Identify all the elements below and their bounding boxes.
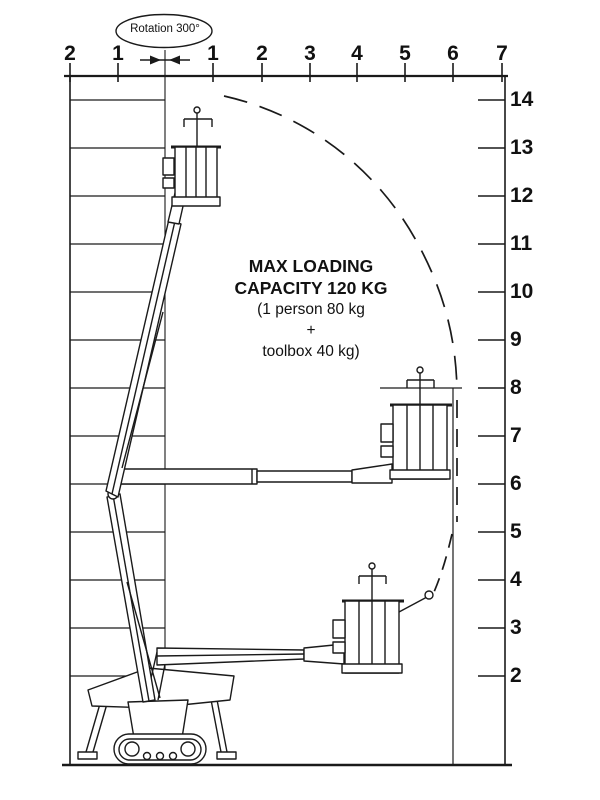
top-axis-label: 6 [447, 42, 459, 65]
right-axis-label: 4 [510, 568, 522, 591]
machine-mid [114, 366, 452, 485]
right-axis-label: 11 [510, 232, 533, 255]
outrigger-pad-left [77, 751, 98, 760]
top-axis-label: 1 [207, 42, 219, 65]
boom-mid-section2 [256, 470, 353, 483]
max-loading-capacity-note: MAX LOADING CAPACITY 120 KG (1 person 80… [203, 255, 419, 362]
top-axis-label: 5 [399, 42, 411, 65]
track-wheel [180, 741, 196, 757]
track [113, 733, 207, 765]
turret [127, 699, 189, 739]
control-box [162, 157, 175, 176]
top-axis-label: 7 [496, 42, 508, 65]
control-box [380, 423, 394, 443]
boom-low [156, 647, 305, 666]
rotation-callout-ellipse [115, 13, 213, 49]
right-axis-label: 14 [510, 88, 534, 111]
machine-low [145, 562, 434, 701]
rotation-indicator [115, 13, 213, 65]
right-axis-label: 12 [510, 184, 534, 207]
right-axis-label: 8 [510, 376, 522, 399]
right-axis-label: 7 [510, 424, 522, 447]
base-machine [77, 667, 237, 765]
capacity-line: (1 person 80 kg [257, 301, 365, 318]
outrigger-pad-right [216, 751, 237, 760]
right-axis-label: 3 [510, 616, 522, 639]
capacity-line: MAX LOADING [248, 256, 374, 276]
rotation-label: Rotation 300° [130, 23, 200, 35]
boom-mid-section1 [114, 468, 258, 485]
control-box [332, 619, 346, 639]
right-axis-label: 13 [510, 136, 534, 159]
top-axis-label: 2 [64, 42, 76, 65]
right-ticks [478, 99, 505, 677]
top-axis-label: 3 [304, 42, 316, 65]
lift-cylinder [126, 581, 161, 699]
envelope-curve [223, 95, 458, 600]
right-axis-label: 10 [510, 280, 534, 303]
machine-raised [105, 106, 221, 703]
right-axis-label: 2 [510, 664, 522, 687]
capacity-line: + [306, 322, 316, 339]
capacity-line: toolbox 40 kg) [262, 343, 360, 360]
top-axis-label: 4 [351, 42, 363, 65]
top-ticks [69, 63, 503, 82]
right-axis-label: 9 [510, 328, 522, 351]
track-wheel [124, 741, 140, 757]
right-axis-label: 5 [510, 520, 522, 543]
capacity-line: CAPACITY 120 KG [234, 278, 388, 298]
right-axis-label: 6 [510, 472, 522, 495]
top-axis-label: 1 [112, 42, 124, 65]
top-axis-label: 2 [256, 42, 268, 65]
